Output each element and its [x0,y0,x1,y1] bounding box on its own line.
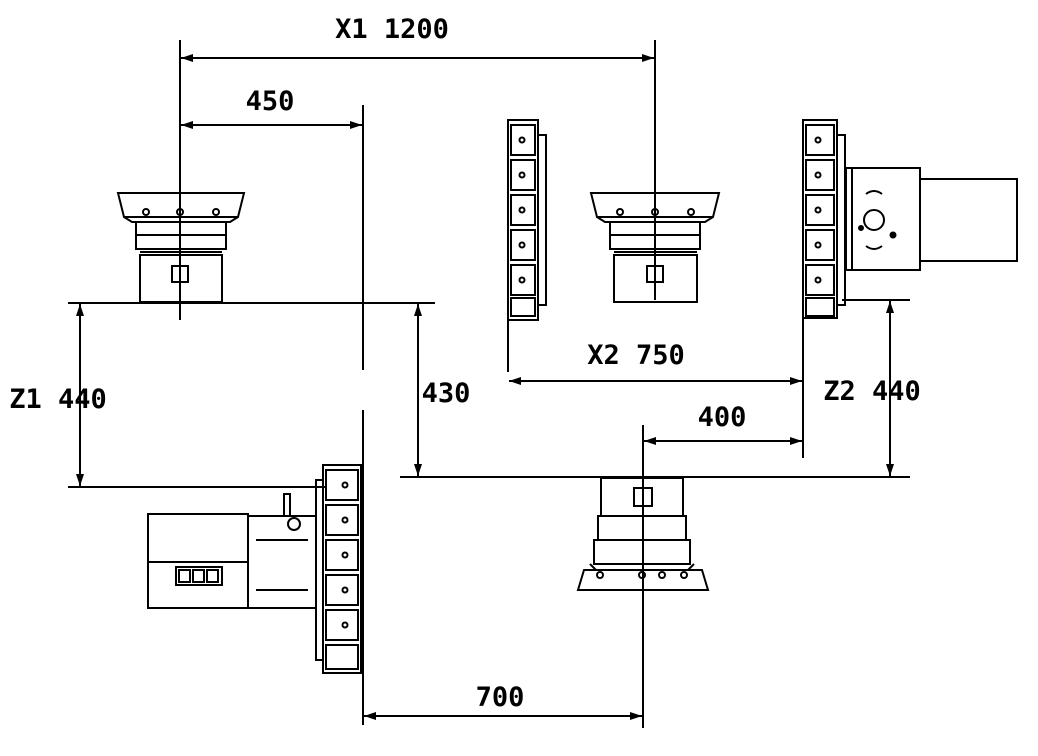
middle-turret [507,119,547,321]
x2-label: X2 750 [587,340,685,371]
middle-spindle [589,192,721,303]
dimension-labels: X1 1200 450 X2 750 400 Z1 440 430 Z2 440… [9,14,921,713]
dimension-arrows [76,54,894,720]
left-turret [315,464,362,674]
right-turret [802,119,846,319]
z-middle-label: 430 [422,378,471,409]
left-spindle [116,192,246,303]
right-drive-motor [845,167,1018,271]
x2-offset-label: 400 [698,402,747,433]
x1-offset-label: 450 [246,86,295,117]
z1-label: Z1 440 [9,384,107,415]
bottom-spindle [576,477,710,591]
bottom-spacing-label: 700 [476,682,525,713]
z2-label: Z2 440 [823,376,921,407]
reference-lines [68,40,910,728]
left-drive-motor [147,493,317,609]
x1-label: X1 1200 [335,14,449,45]
